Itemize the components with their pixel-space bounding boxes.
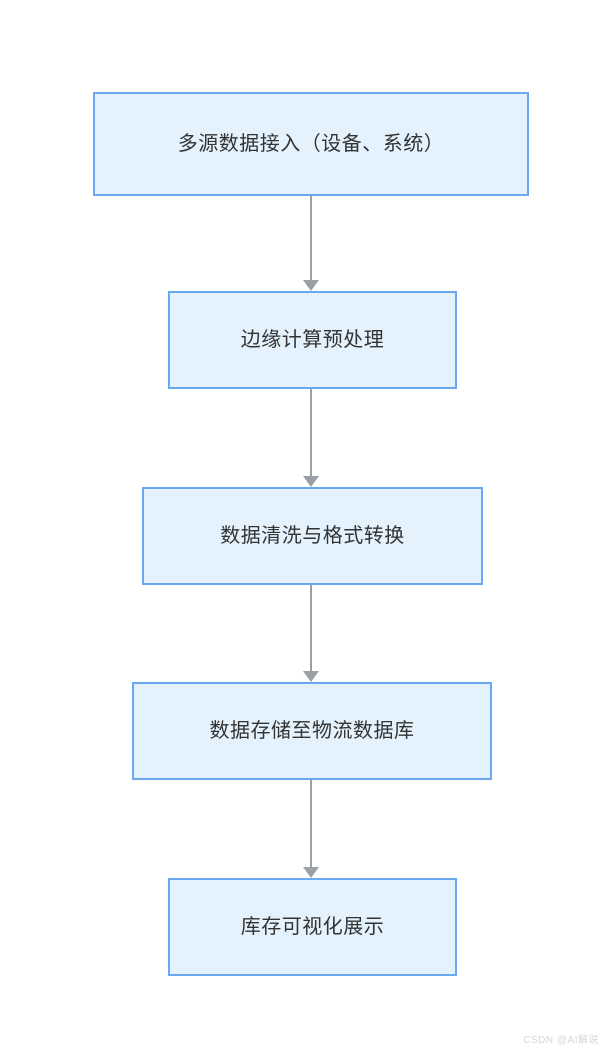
flow-node-label: 数据存储至物流数据库 (209, 720, 415, 742)
flow-node-inventory-visualization[interactable]: 库存可视化展示 (168, 878, 457, 976)
arrow-head-icon (303, 476, 319, 487)
flow-node-label: 库存可视化展示 (240, 916, 385, 938)
arrow-head-icon (303, 671, 319, 682)
connector-line (310, 196, 312, 281)
flow-node-data-cleaning-format-conversion[interactable]: 数据清洗与格式转换 (142, 487, 483, 585)
flow-connector-arrow (301, 196, 321, 291)
csdn-watermark: CSDN @AI解说 (523, 1035, 599, 1046)
flow-node-label: 边缘计算预处理 (240, 329, 385, 351)
flow-node-data-storage-logistics-db[interactable]: 数据存储至物流数据库 (132, 682, 492, 780)
flow-node-edge-computing-preprocess[interactable]: 边缘计算预处理 (168, 291, 457, 389)
flow-connector-arrow (301, 389, 321, 487)
flow-node-label: 多源数据接入（设备、系统） (177, 133, 445, 155)
arrow-head-icon (303, 867, 319, 878)
flow-node-label: 数据清洗与格式转换 (220, 525, 405, 547)
flow-connector-arrow (301, 780, 321, 878)
connector-line (310, 780, 312, 868)
connector-line (310, 389, 312, 477)
flow-node-multi-source-data-access[interactable]: 多源数据接入（设备、系统） (93, 92, 529, 196)
flow-connector-arrow (301, 585, 321, 682)
connector-line (310, 585, 312, 672)
arrow-head-icon (303, 280, 319, 291)
